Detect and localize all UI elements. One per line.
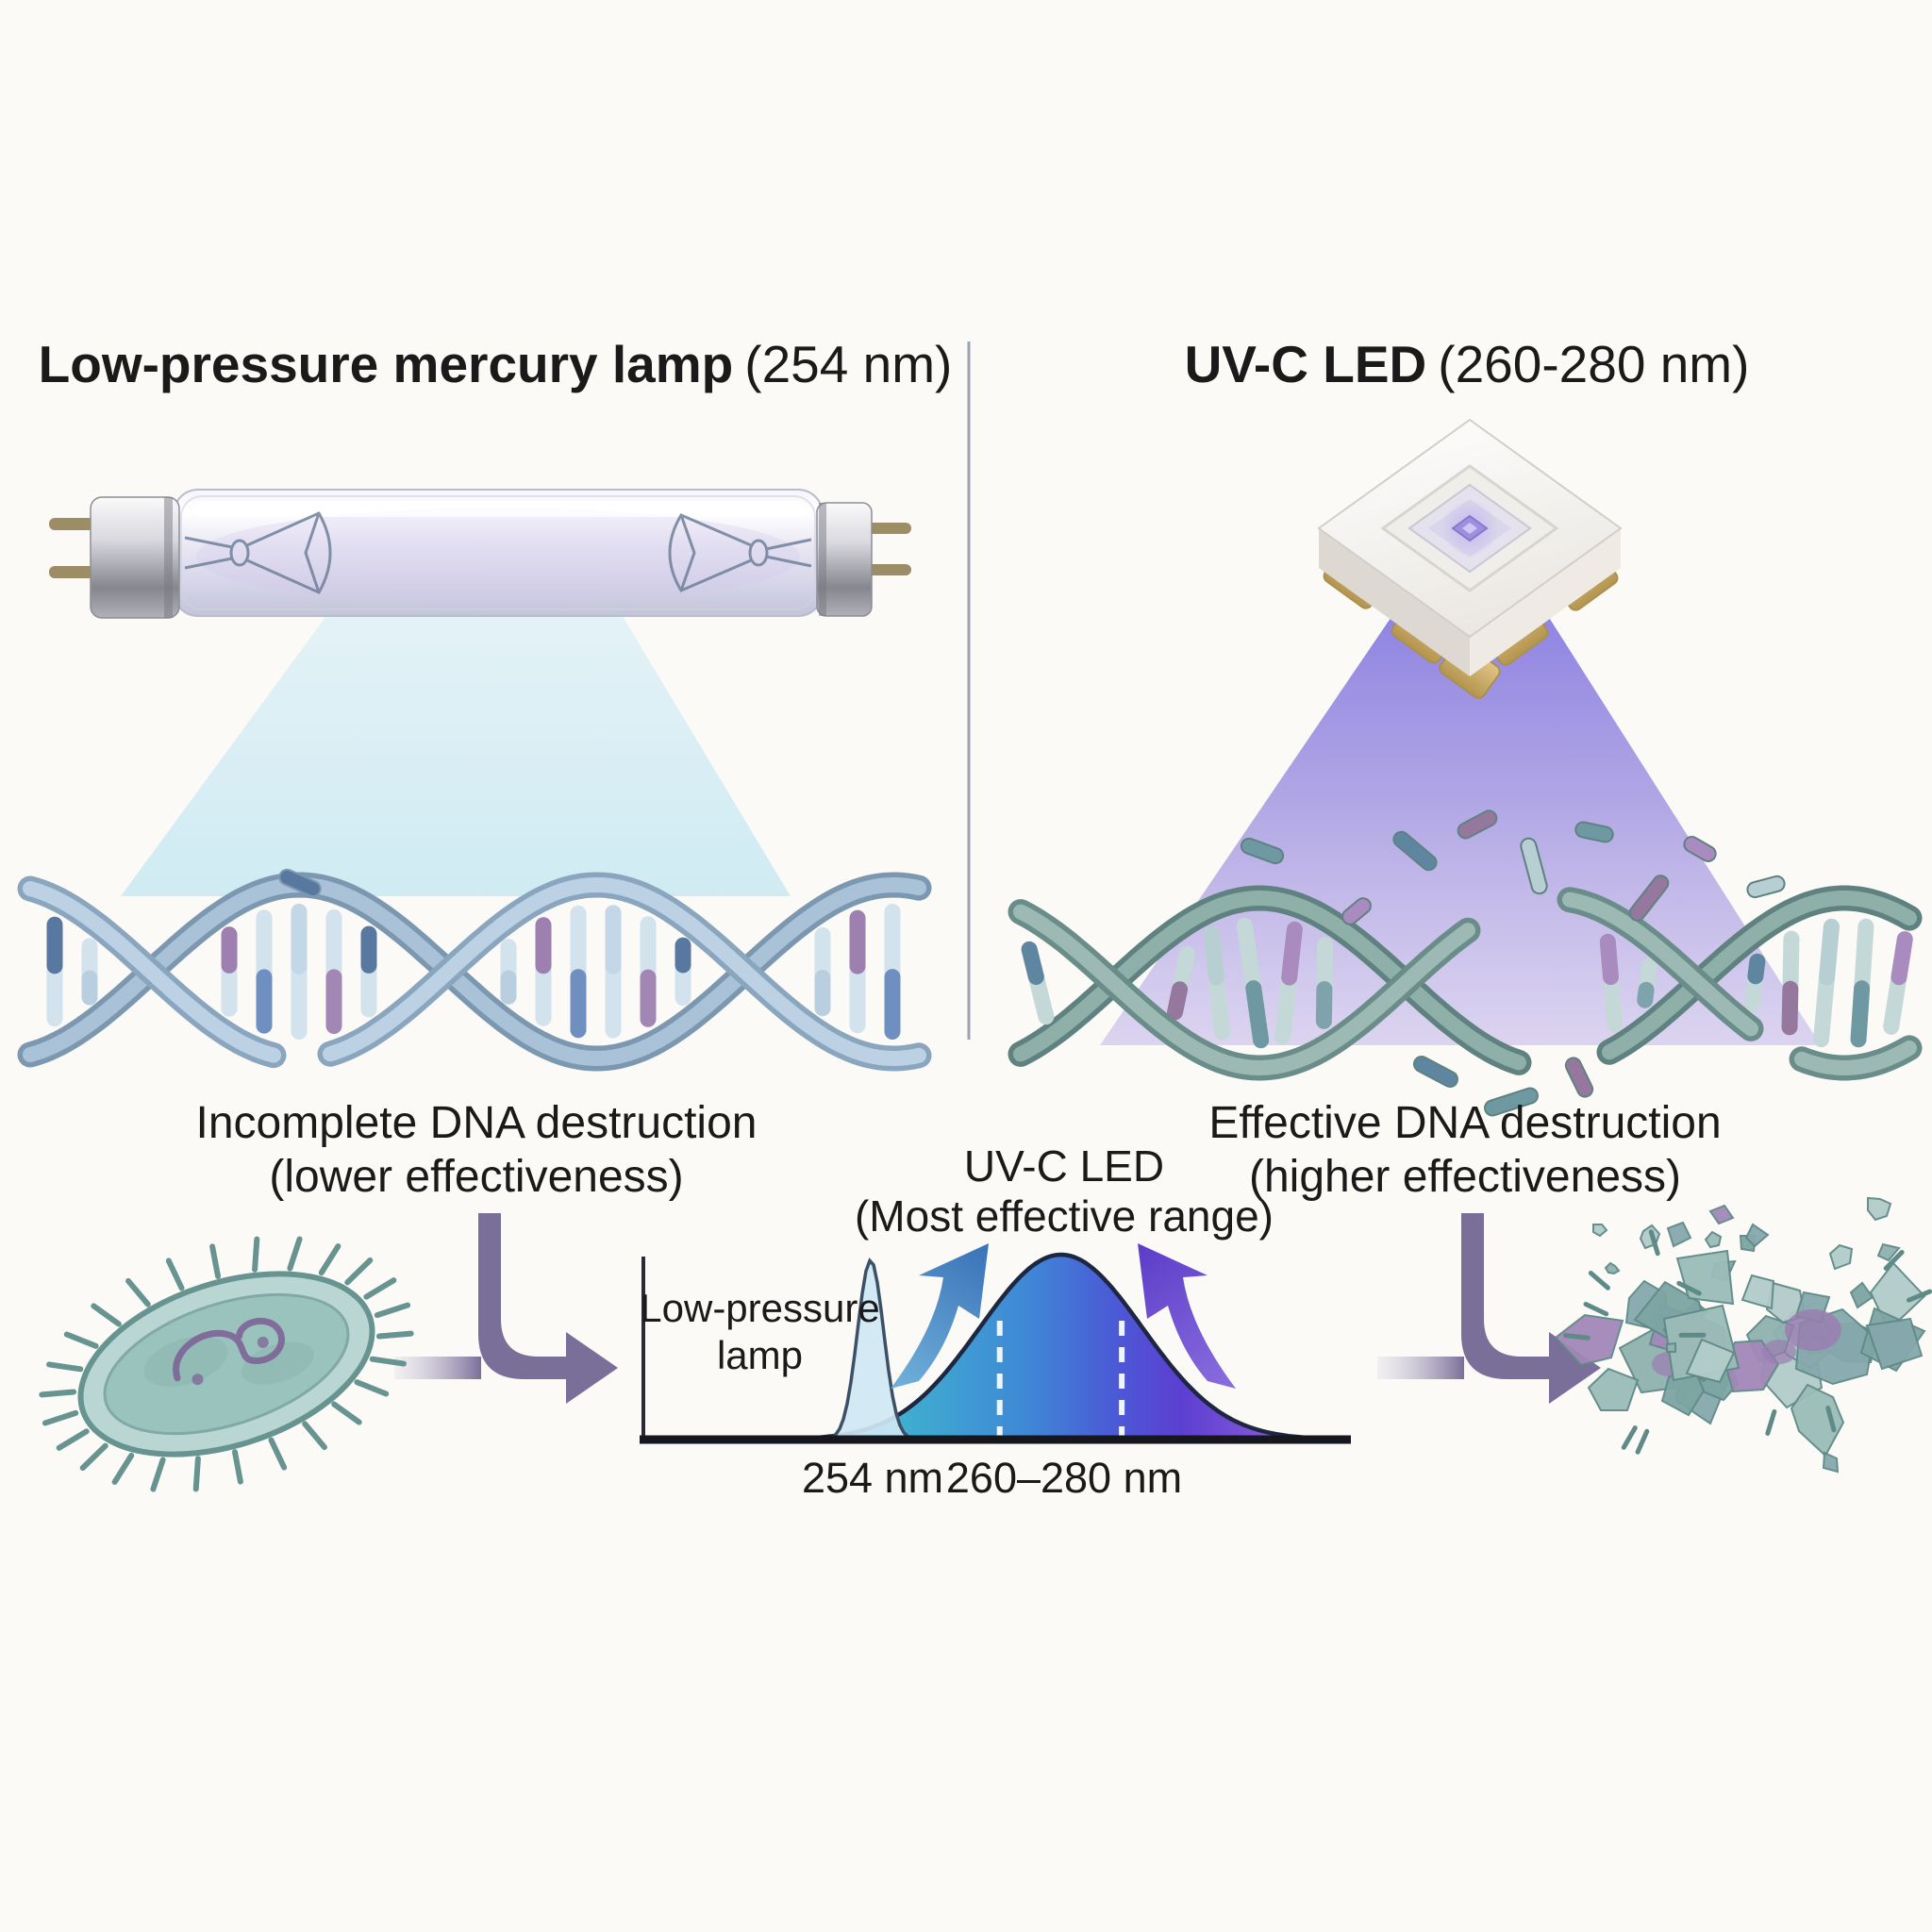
bacterium-fragment bbox=[1876, 1242, 1901, 1262]
fragment-pilus bbox=[1621, 1425, 1638, 1450]
bacterium-pilus bbox=[302, 1421, 327, 1451]
bacterium-fragment bbox=[1604, 1261, 1621, 1275]
bacterium-fragment bbox=[1867, 1196, 1892, 1222]
bacterium-fragment bbox=[1666, 1341, 1676, 1353]
left-caption-line2: (lower effectiveness) bbox=[269, 1152, 684, 1202]
bacterium-pilus bbox=[375, 1330, 414, 1340]
left-title-main: Low-pressure mercury lamp bbox=[38, 335, 734, 393]
bacterium-fragment bbox=[1704, 1230, 1723, 1249]
x-tick-254nm: 254 nm bbox=[801, 1454, 944, 1502]
fragment-pilus bbox=[1765, 1408, 1777, 1436]
bacterium-destroyed-illustration bbox=[1554, 1196, 1932, 1474]
x-tick-260-280nm: 260–280 nm bbox=[945, 1454, 1183, 1502]
left-caption-line1: Incomplete DNA destruction bbox=[195, 1098, 758, 1148]
uvc-led-chip-illustration bbox=[1317, 418, 1623, 699]
left-panel-title: Low-pressure mercury lamp(254 nm) bbox=[24, 335, 967, 394]
bacterium-pilus bbox=[125, 1277, 151, 1307]
bacterium-pilus bbox=[209, 1243, 222, 1279]
bacterium-pilus bbox=[165, 1257, 185, 1291]
dna-intact-illustration bbox=[17, 868, 932, 1072]
chart-title-line1: UV-C LED bbox=[963, 1141, 1165, 1191]
swoosh-arrow-up-right bbox=[891, 1243, 989, 1389]
bacterium-pilus bbox=[252, 1236, 260, 1273]
spectrum-chart bbox=[640, 1243, 1351, 1444]
bacterium-pilus bbox=[374, 1302, 411, 1319]
fragment-pilus bbox=[1676, 1280, 1702, 1296]
bacterium-fragment bbox=[1587, 1367, 1640, 1411]
flow-arrow-left bbox=[394, 1213, 618, 1404]
bacterium-intact-illustration bbox=[39, 1236, 414, 1492]
left-caption: Incomplete DNA destruction (lower effect… bbox=[99, 1096, 854, 1204]
lamp-pin bbox=[866, 523, 911, 534]
lamp-end-cap-left bbox=[90, 496, 180, 619]
fragment-pilus bbox=[1825, 1406, 1837, 1433]
dna-damaged-illustration bbox=[1008, 809, 1923, 1117]
uvc-led-curve bbox=[643, 1255, 1349, 1440]
bacterium-pilus bbox=[79, 1442, 108, 1472]
bacterium-pilus bbox=[46, 1361, 84, 1373]
bacterium-pilus bbox=[354, 1379, 390, 1397]
bacterium-pilus bbox=[192, 1456, 201, 1492]
bacterium-dna-clump bbox=[1785, 1309, 1841, 1351]
fragment-pilus bbox=[1906, 1289, 1932, 1303]
chart-title-line2: (Most effective range) bbox=[854, 1191, 1274, 1241]
bacterium-pilus bbox=[268, 1437, 288, 1471]
bacterium-pilus bbox=[150, 1457, 166, 1492]
bacterium-fragment bbox=[1865, 1317, 1924, 1371]
flow-arrow-right bbox=[1377, 1213, 1601, 1404]
lamp-pin bbox=[49, 566, 98, 578]
bacterium-fragment bbox=[1708, 1204, 1735, 1225]
chart-title: UV-C LED (Most effective range) bbox=[781, 1141, 1347, 1241]
bacterium-pilus bbox=[363, 1277, 397, 1300]
bacterium-pilus bbox=[369, 1356, 407, 1367]
bacterium-fragment bbox=[1744, 1223, 1770, 1248]
right-title-wavelength: (260-280 nm) bbox=[1438, 335, 1750, 393]
bacterium-fragment bbox=[1554, 1313, 1624, 1367]
right-caption-line1: Effective DNA destruction bbox=[1208, 1098, 1722, 1148]
bacterium-pilus bbox=[42, 1409, 79, 1426]
lamp-pin bbox=[866, 564, 911, 575]
uv-beam-left bbox=[121, 613, 791, 896]
bacterium-pilus bbox=[318, 1243, 341, 1276]
bacterium-pilus bbox=[91, 1303, 122, 1327]
bacterium-pilus bbox=[344, 1257, 374, 1286]
bacterium-fragment bbox=[1828, 1243, 1854, 1271]
lamp-end-cap-right bbox=[816, 502, 873, 617]
right-panel-title: UV-C LED(260-280 nm) bbox=[1038, 335, 1896, 394]
right-title-main: UV-C LED bbox=[1184, 335, 1427, 393]
bacterium-pilus bbox=[331, 1401, 362, 1425]
bacterium-pilus bbox=[287, 1236, 303, 1272]
left-title-wavelength: (254 nm) bbox=[744, 335, 953, 393]
lamp-filament-left bbox=[184, 511, 332, 594]
bacterium-fragment bbox=[1685, 1338, 1736, 1384]
bacterium-pilus bbox=[111, 1452, 135, 1485]
mercury-lamp-illustration bbox=[49, 489, 911, 619]
bacterium-fragment bbox=[1592, 1224, 1608, 1238]
fragment-pilus bbox=[1648, 1229, 1660, 1257]
fragment-pilus bbox=[1563, 1333, 1591, 1341]
bacterium-fragment bbox=[1740, 1274, 1775, 1310]
bacterium-pilus bbox=[63, 1331, 99, 1349]
lamp-filament-right bbox=[668, 513, 812, 592]
bacterium-pilus bbox=[39, 1389, 77, 1398]
bacterium-pilus bbox=[231, 1449, 243, 1485]
bacterium-fragment bbox=[1790, 1383, 1845, 1457]
lamp-pin bbox=[49, 518, 98, 530]
bacterium-fragment bbox=[1666, 1221, 1692, 1248]
right-caption: Effective DNA destruction (higher effect… bbox=[1088, 1096, 1842, 1204]
right-caption-line2: (higher effectiveness) bbox=[1248, 1152, 1681, 1202]
fragment-pilus bbox=[1588, 1270, 1610, 1291]
fragment-pilus bbox=[1583, 1301, 1609, 1317]
bacterium-fragment bbox=[1822, 1451, 1840, 1474]
swoosh-arrow-up-left bbox=[1138, 1243, 1236, 1389]
flow-arrow-left-body bbox=[478, 1213, 618, 1404]
bacterium-fragment bbox=[1849, 1281, 1874, 1309]
fragment-pilus bbox=[1635, 1428, 1650, 1455]
flow-arrow-right-body bbox=[1461, 1213, 1601, 1404]
chart-lamp-series-label: Low-pressure lamp bbox=[640, 1286, 880, 1377]
fragment-pilus bbox=[1883, 1249, 1905, 1271]
bacterium-pilus bbox=[56, 1428, 90, 1451]
bacterium-plasmid bbox=[173, 1317, 285, 1382]
